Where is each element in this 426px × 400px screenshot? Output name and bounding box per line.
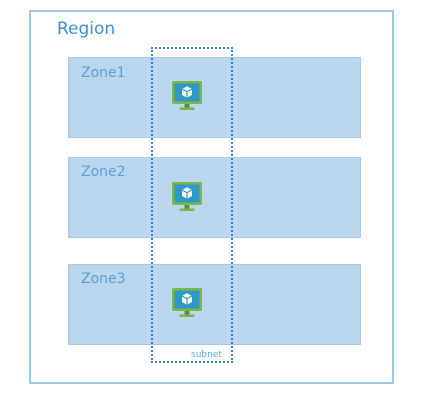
subnet-box: [151, 47, 233, 363]
virtual-machine-icon: [172, 182, 202, 211]
zone-3-box: [68, 264, 361, 345]
zone-2-label: Zone2: [81, 164, 126, 180]
zone-3-label: Zone3: [81, 271, 126, 287]
region-label: Region: [57, 19, 116, 39]
subnet-label: subnet: [191, 350, 222, 360]
virtual-machine-icon: [172, 288, 202, 317]
zone-2-box: [68, 157, 361, 238]
zone-1-box: [68, 57, 361, 138]
virtual-machine-icon: [172, 81, 202, 110]
zone-1-label: Zone1: [81, 65, 126, 81]
